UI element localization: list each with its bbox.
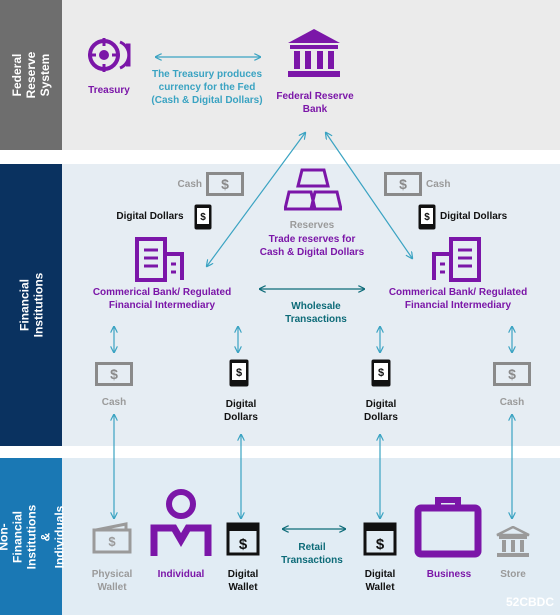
lower-phone-left-icon: $ bbox=[229, 359, 249, 387]
reserves-gold-bars-icon bbox=[284, 168, 342, 211]
digital-wallet-right-label: Digital Wallet bbox=[364, 569, 396, 593]
phone-right-icon: $ bbox=[418, 204, 436, 230]
svg-text:$: $ bbox=[221, 176, 229, 192]
federal-reserve-bank-label: Federal Reserve Bank bbox=[276, 91, 354, 115]
individual-icon bbox=[150, 489, 212, 556]
store-label: Store bbox=[500, 569, 526, 580]
fi-band-bg bbox=[62, 164, 560, 446]
svg-text:$: $ bbox=[239, 536, 248, 553]
lower-cash-right-label: Cash bbox=[499, 397, 525, 408]
federal-reserve-bank-icon bbox=[288, 29, 340, 77]
commercial-bank-left-icon bbox=[135, 237, 184, 282]
cash-left-label: Cash bbox=[177, 179, 202, 190]
svg-text:$: $ bbox=[108, 534, 116, 549]
reserves-title: Reserves bbox=[289, 220, 335, 231]
retail-label: Retail Transactions bbox=[281, 542, 343, 566]
bank-left-label: Commerical Bank/ Regulated Financial Int… bbox=[92, 287, 232, 311]
svg-text:$: $ bbox=[236, 367, 242, 379]
wholesale-label: Wholesale Transactions bbox=[285, 301, 347, 325]
dd-right-label: Digital Dollars bbox=[440, 211, 508, 222]
watermark: 52CBDC bbox=[505, 595, 554, 609]
svg-text:$: $ bbox=[110, 366, 118, 382]
cash-right-icon: $ bbox=[384, 172, 422, 196]
dd-left-label: Digital Dollars bbox=[116, 211, 184, 222]
lower-dd-right-label: Digital Dollars bbox=[364, 399, 398, 423]
store-icon bbox=[496, 526, 530, 557]
cash-right-label: Cash bbox=[426, 179, 451, 190]
treasury-icon bbox=[88, 38, 131, 72]
phone-left-icon: $ bbox=[194, 204, 212, 230]
digital-wallet-left-icon: $ bbox=[226, 522, 260, 556]
business-briefcase-icon bbox=[414, 497, 482, 558]
bank-right-label: Commerical Bank/ Regulated Financial Int… bbox=[388, 287, 528, 311]
lower-cash-right-icon: $ bbox=[493, 362, 531, 386]
treasury-label: Treasury bbox=[88, 85, 130, 96]
fed-bank-left-arrow bbox=[207, 133, 305, 266]
fed-band-label: Federal Reserve System bbox=[0, 0, 62, 150]
lower-dd-left-label: Digital Dollars bbox=[224, 399, 258, 423]
physical-wallet-label: Physical Wallet bbox=[91, 569, 133, 593]
svg-text:$: $ bbox=[508, 366, 516, 382]
cash-left-icon: $ bbox=[206, 172, 244, 196]
reserves-note: Trade reserves for Cash & Digital Dollar… bbox=[259, 234, 365, 258]
lower-cash-left-label: Cash bbox=[101, 397, 127, 408]
individual-label: Individual bbox=[157, 569, 205, 580]
svg-text:$: $ bbox=[378, 367, 384, 379]
svg-text:$: $ bbox=[424, 212, 430, 223]
lower-cash-left-icon: $ bbox=[95, 362, 133, 386]
fed-bank-right-arrow bbox=[326, 133, 412, 258]
nfi-band-label: Non-Financial Institutions & Individuals bbox=[0, 458, 66, 615]
digital-wallet-right-icon: $ bbox=[363, 522, 397, 556]
physical-wallet-icon: $ bbox=[92, 522, 132, 554]
commercial-bank-right-icon bbox=[432, 237, 481, 282]
svg-text:$: $ bbox=[399, 176, 407, 192]
treasury-note: The Treasury produces currency for the F… bbox=[151, 69, 263, 106]
lower-phone-right-icon: $ bbox=[371, 359, 391, 387]
business-label: Business bbox=[426, 569, 472, 580]
svg-text:$: $ bbox=[200, 212, 206, 223]
fi-band-label: Financial Institutions bbox=[0, 164, 62, 446]
digital-wallet-left-label: Digital Wallet bbox=[227, 569, 259, 593]
svg-text:$: $ bbox=[376, 536, 385, 553]
